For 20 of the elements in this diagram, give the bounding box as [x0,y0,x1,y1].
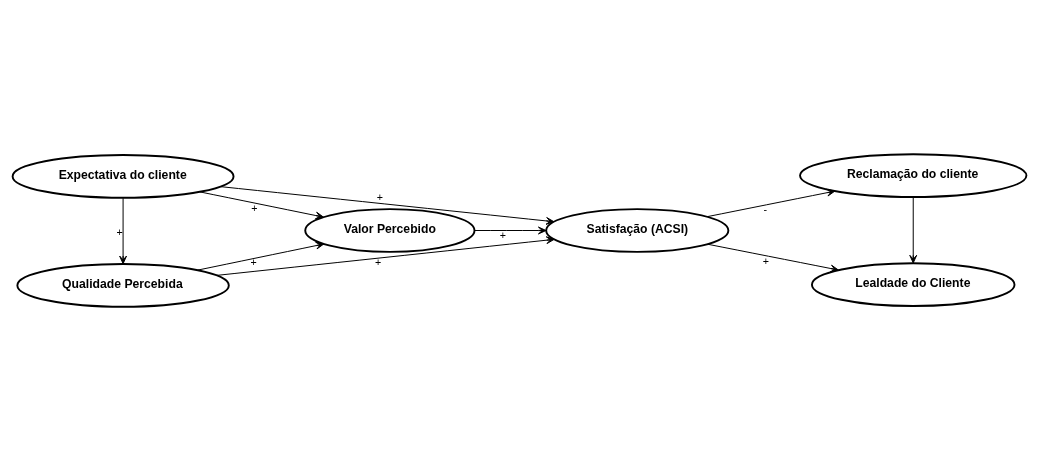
node-ellipse: Qualidade Percebida [16,262,230,308]
arrow [707,243,839,272]
arrow [199,190,324,219]
arrow [706,188,836,217]
edge-label: + [376,190,384,203]
arrow [474,226,547,234]
node-ellipse: Expectativa do cliente [11,153,235,199]
arrow [197,241,325,271]
arrow [219,185,555,225]
edge-label: + [762,254,769,267]
edge-label: + [116,225,123,238]
edge-label: + [375,255,382,268]
arrow [909,196,918,263]
edge-label: - [763,202,768,215]
arrow [216,235,555,276]
edge-label: + [251,201,258,214]
arrow [119,197,127,264]
edge-label: + [499,228,507,241]
edge-label: + [250,255,257,268]
node-ellipse: Valor Percebido [304,207,476,253]
